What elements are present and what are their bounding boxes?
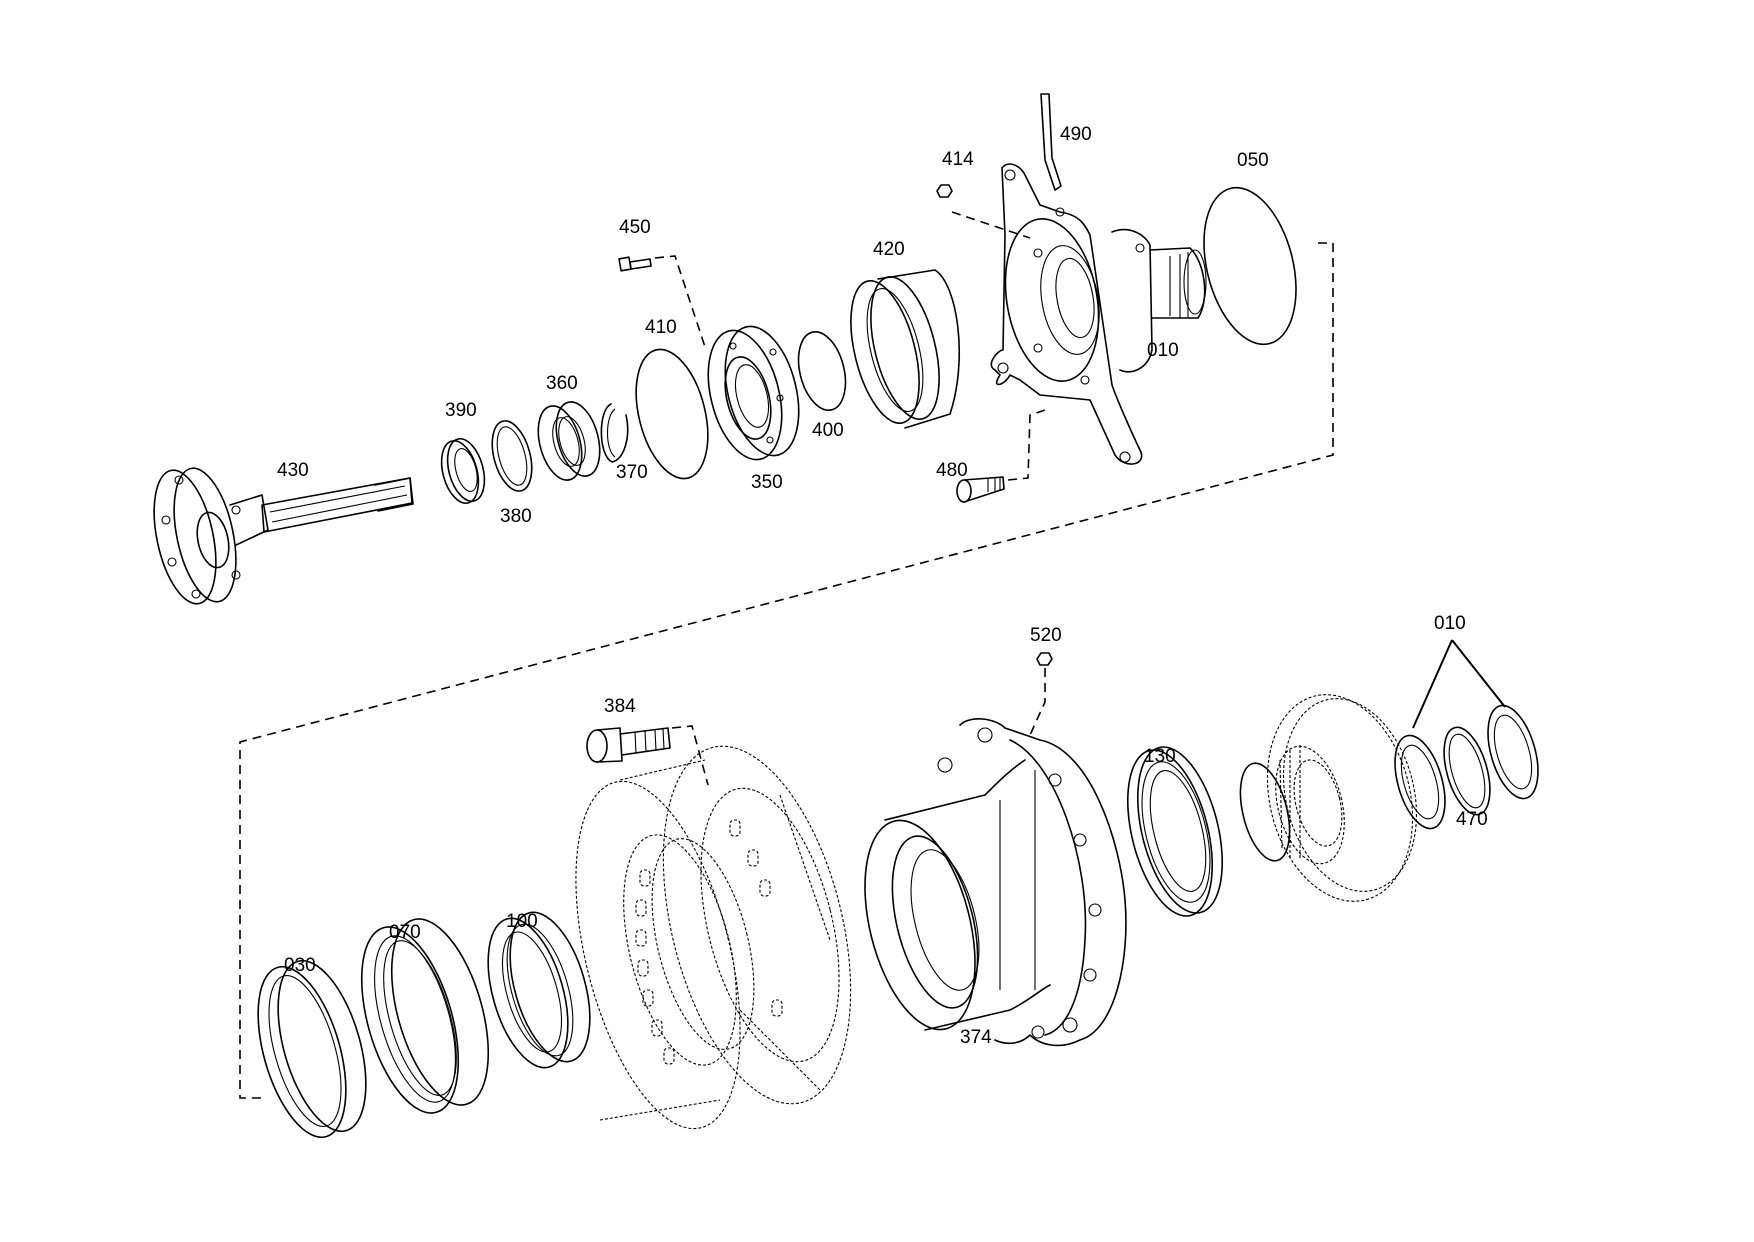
label-480: 480 [936, 460, 968, 481]
label-010-top: 010 [1147, 340, 1179, 361]
part-010-shim-right [1487, 704, 1539, 800]
part-100-bearing [487, 911, 591, 1069]
label-070: 070 [389, 922, 421, 943]
part-130-bearing [1126, 746, 1224, 917]
label-400: 400 [812, 420, 844, 441]
label-384: 384 [604, 696, 636, 717]
part-050-seal-ring [1203, 186, 1297, 346]
callout-labels: 430 390 380 360 370 410 450 350 400 420 … [277, 124, 1488, 1048]
part-384-wheel-stud [586, 727, 671, 763]
assembly-leader-line [239, 242, 1334, 1099]
part-370-circlip [600, 403, 629, 463]
part-470-ring [1443, 726, 1491, 816]
part-010-planetary-carrier [990, 163, 1207, 465]
label-414: 414 [942, 149, 974, 170]
label-490: 490 [1060, 124, 1092, 145]
part-070-seal [360, 918, 490, 1114]
part-490-wire [1040, 93, 1062, 191]
label-450: 450 [619, 217, 651, 238]
part-390-seal [440, 437, 486, 505]
part-350-bearing-carrier [707, 325, 800, 461]
leader-384 [671, 725, 709, 786]
part-430-axle-shaft [153, 467, 414, 605]
part-450-screw [618, 256, 652, 272]
part-400-o-ring [797, 331, 847, 411]
label-410: 410 [645, 317, 677, 338]
part-520-nut [1036, 652, 1053, 666]
part-010-shim-left [1394, 734, 1446, 830]
part-030-ring [257, 959, 367, 1139]
label-374: 374 [960, 1027, 992, 1048]
part-380-snap-ring [491, 420, 533, 492]
label-420: 420 [873, 239, 905, 260]
brake-disc-phantom [575, 745, 852, 1130]
ring-gear-phantom [1266, 694, 1418, 902]
leader-480 [1007, 409, 1046, 481]
label-050: 050 [1237, 150, 1269, 171]
shim-ring [1239, 762, 1291, 862]
label-520: 520 [1030, 625, 1062, 646]
label-380: 380 [500, 506, 532, 527]
leader-520 [1029, 668, 1046, 736]
label-030: 030 [284, 955, 316, 976]
label-430: 430 [277, 460, 309, 481]
part-360-bearing [537, 401, 601, 481]
label-130: 130 [1144, 746, 1176, 767]
part-374-wheel-hub [864, 718, 1127, 1047]
leader-450 [654, 255, 707, 351]
label-370: 370 [616, 462, 648, 483]
label-100: 100 [506, 911, 538, 932]
part-414-nut [936, 184, 953, 198]
label-360: 360 [546, 373, 578, 394]
leader-010-bottom [1412, 639, 1506, 729]
part-420-drum [850, 269, 960, 429]
part-480-bolt [956, 476, 1005, 503]
label-470: 470 [1456, 809, 1488, 830]
leader-414 [951, 211, 1031, 239]
label-350: 350 [751, 472, 783, 493]
part-410-o-ring [635, 348, 709, 480]
label-010-bottom: 010 [1434, 613, 1466, 634]
label-390: 390 [445, 400, 477, 421]
